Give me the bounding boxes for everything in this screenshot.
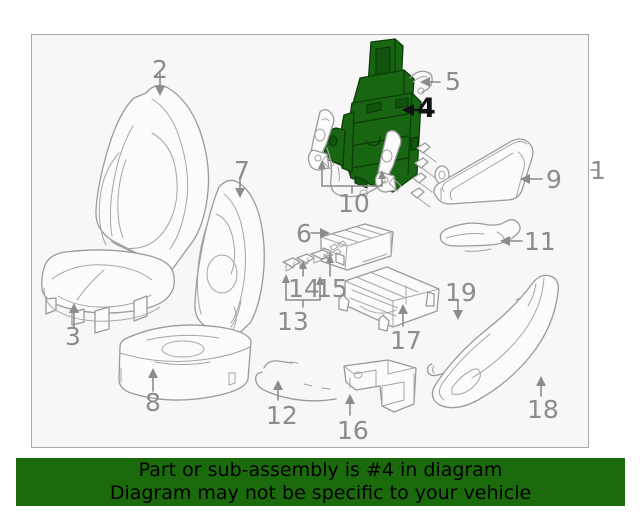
callout-16[interactable]: 16 [337,418,369,443]
callout-17[interactable]: 17 [390,328,422,353]
callout-3-label: 3 [65,322,81,351]
callout-1[interactable]: 1 [590,158,606,183]
callout-18-label: 18 [527,395,559,424]
callout-11-label: 11 [524,227,556,256]
callout-10[interactable]: 10 [338,191,370,216]
notice-line-1: Part or sub-assembly is #4 in diagram [138,459,503,481]
callout-12[interactable]: 12 [266,403,298,428]
callout-15[interactable]: 15 [316,276,348,301]
callout-13-label: 13 [277,307,309,336]
notice-banner: Part or sub-assembly is #4 in diagram Di… [16,458,625,506]
callout-6-label: 6 [296,219,312,248]
callout-3[interactable]: 3 [65,324,81,349]
callout-19[interactable]: 19 [445,280,477,305]
callout-14[interactable]: 14 [288,276,320,301]
callout-1-label: 1 [590,156,606,185]
callout-9-label: 9 [546,165,562,194]
callout-19-label: 19 [445,278,477,307]
callout-17-label: 17 [390,326,422,355]
callout-12-label: 12 [266,401,298,430]
callout-8[interactable]: 8 [145,390,161,415]
callout-4[interactable]: 4 [417,95,436,122]
callout-11[interactable]: 11 [524,229,556,254]
callout-2-label: 2 [152,55,168,84]
callout-10-label: 10 [338,189,370,218]
callout-9[interactable]: 9 [546,167,562,192]
callout-7[interactable]: 7 [234,158,250,183]
callout-16-label: 16 [337,416,369,445]
callout-13[interactable]: 13 [277,309,309,334]
callout-2[interactable]: 2 [152,57,168,82]
callout-5[interactable]: 5 [445,69,461,94]
callout-5-label: 5 [445,67,461,96]
notice-line-2: Diagram may not be specific to your vehi… [109,482,532,504]
callout-6[interactable]: 6 [296,221,312,246]
callout-14-label: 14 [288,274,320,303]
callout-8-label: 8 [145,388,161,417]
callout-7-label: 7 [234,156,250,185]
callout-4-label: 4 [417,93,436,124]
callout-15-label: 15 [316,274,348,303]
callout-18[interactable]: 18 [527,397,559,422]
